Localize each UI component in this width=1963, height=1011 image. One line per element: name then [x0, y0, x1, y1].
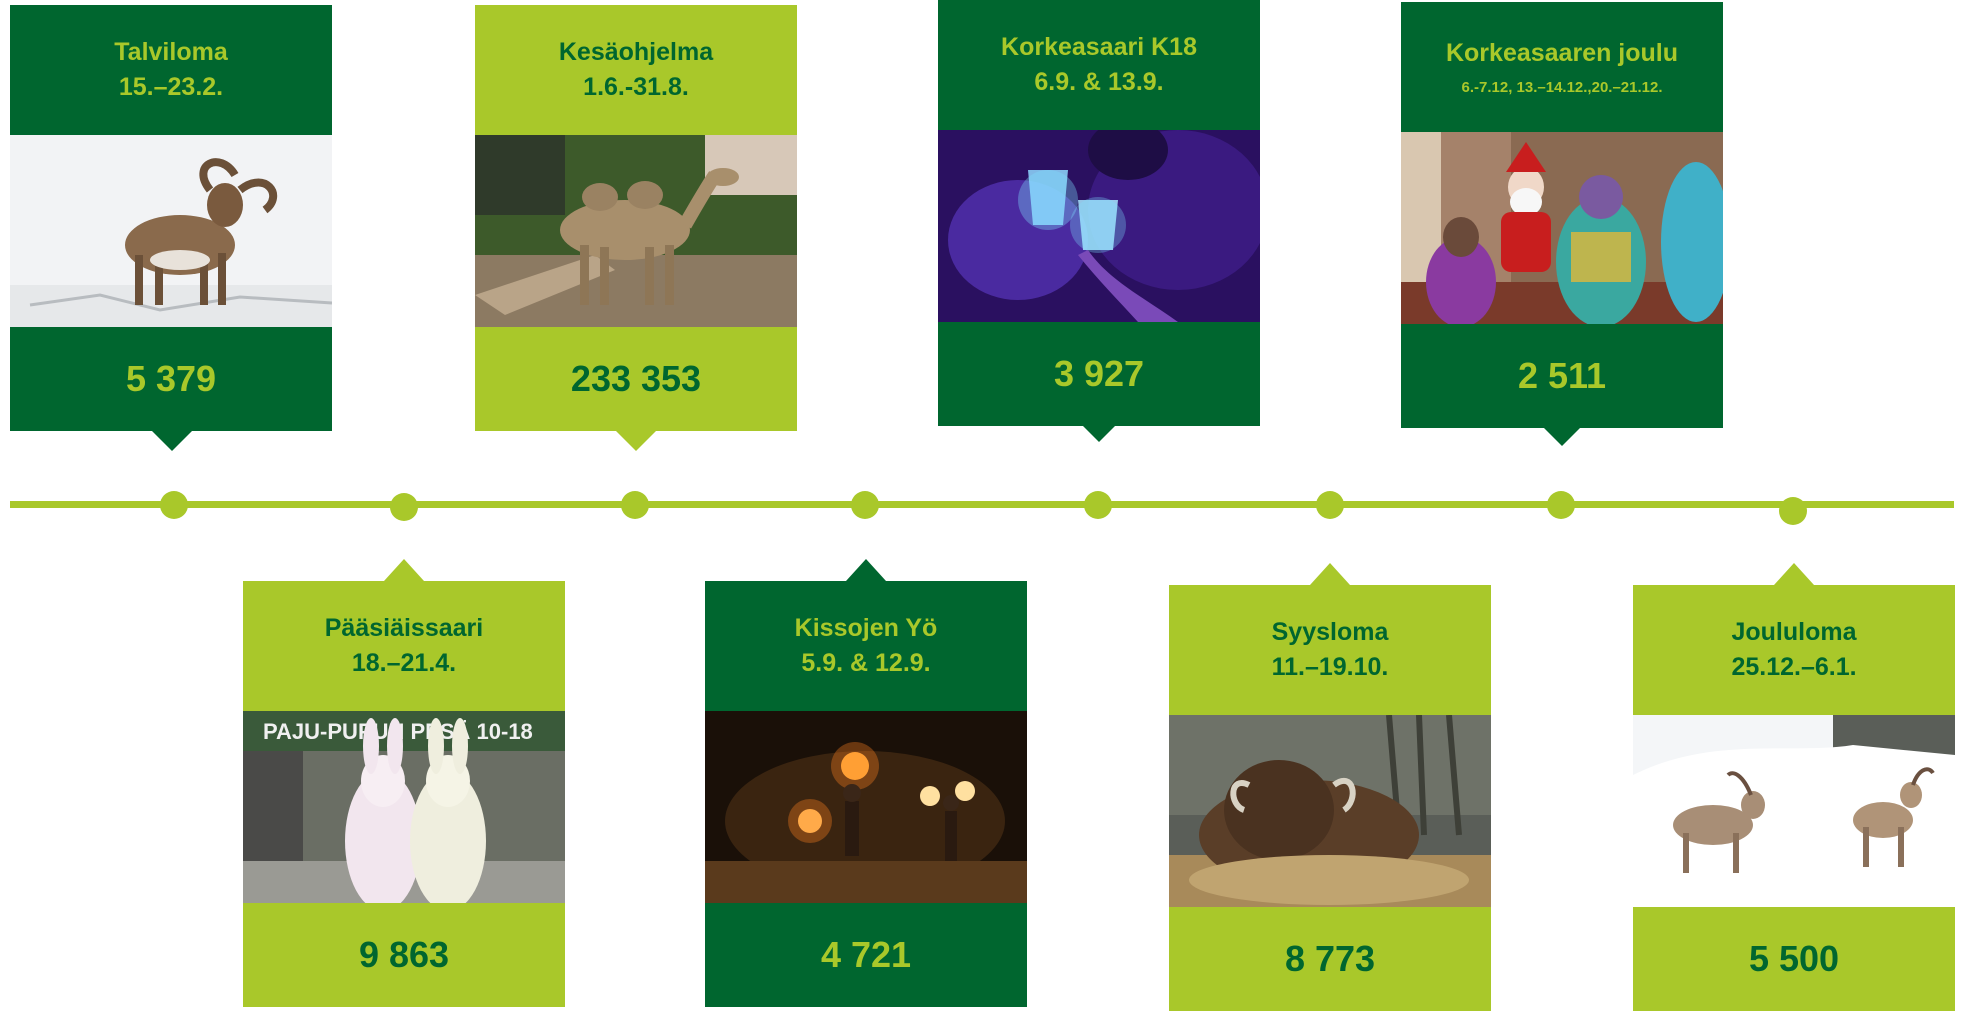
event-photo — [705, 711, 1027, 903]
event-card-kesaohjelma: Kesäohjelma 1.6.-31.8. 233 353 — [475, 5, 797, 451]
event-card-joululoma: Joululoma 25.12.–6.1. 5 500 — [1633, 563, 1955, 1011]
timeline-dot-5 — [1084, 491, 1112, 519]
event-header: Pääsiäissaari 18.–21.4. — [243, 581, 565, 711]
bison-photo-illustration — [1169, 715, 1491, 907]
event-header: Joululoma 25.12.–6.1. — [1633, 585, 1955, 715]
event-photo: PAJU-PUPUN PESÄ 10-18 — [243, 711, 565, 903]
mouflon-photo-illustration — [10, 135, 332, 327]
event-dates: 11.–19.10. — [1271, 653, 1389, 681]
event-card-joulu: Korkeasaaren joulu 6.-7.12, 13.–14.12.,2… — [1401, 2, 1723, 446]
event-card-kissojen-yo: Kissojen Yö 5.9. & 12.9. 4 721 — [705, 559, 1027, 1007]
event-dates: 18.–21.4. — [351, 649, 457, 677]
event-title: Kissojen Yö — [794, 614, 938, 642]
event-title: Syysloma — [1271, 618, 1389, 646]
fire-performers-photo-illustration — [705, 711, 1027, 903]
pointer-arrow — [846, 559, 886, 581]
timeline-dot-3 — [621, 491, 649, 519]
event-header: Korkeasaari K18 6.9. & 13.9. — [938, 0, 1260, 130]
event-visitor-count: 5 379 — [10, 327, 332, 431]
pointer-arrow — [152, 431, 192, 451]
event-header: Syysloma 11.–19.10. — [1169, 585, 1491, 715]
event-header: Korkeasaaren joulu 6.-7.12, 13.–14.12.,2… — [1401, 2, 1723, 132]
event-title: Korkeasaari K18 — [1001, 33, 1197, 61]
event-visitor-count: 9 863 — [243, 903, 565, 1007]
event-visitor-count: 4 721 — [705, 903, 1027, 1007]
event-header: Kesäohjelma 1.6.-31.8. — [475, 5, 797, 135]
glowing-cups-photo-illustration — [938, 130, 1260, 322]
event-visitor-count: 3 927 — [938, 322, 1260, 426]
pointer-arrow — [384, 559, 424, 581]
pointer-arrow — [616, 431, 656, 451]
timeline-dot-4 — [851, 491, 879, 519]
event-photo — [475, 135, 797, 327]
timeline-line — [10, 501, 1954, 508]
event-photo — [1633, 715, 1955, 907]
santa-photo-illustration — [1401, 132, 1723, 324]
pointer-arrow — [1542, 426, 1582, 446]
timeline-dot-6 — [1316, 491, 1344, 519]
event-card-paasiaissaari: Pääsiäissaari 18.–21.4. PAJU-PUPUN PESÄ … — [243, 559, 565, 1007]
bunny-costumes-photo-illustration: PAJU-PUPUN PESÄ 10-18 — [243, 711, 565, 903]
timeline-dot-2 — [390, 493, 418, 521]
timeline-dot-8 — [1779, 497, 1807, 525]
event-dates: 6.-7.12, 13.–14.12.,20.–21.12. — [1461, 79, 1663, 96]
camel-photo-illustration — [475, 135, 797, 327]
event-title: Korkeasaaren joulu — [1445, 39, 1679, 67]
event-title: Talviloma — [114, 38, 228, 66]
ibex-photo-illustration — [1633, 715, 1955, 907]
event-header: Kissojen Yö 5.9. & 12.9. — [705, 581, 1027, 711]
event-dates: 1.6.-31.8. — [583, 73, 689, 101]
event-dates: 15.–23.2. — [118, 73, 224, 101]
pointer-arrow — [1079, 422, 1119, 442]
event-card-talviloma: Talviloma 15.–23.2. 5 379 — [10, 5, 332, 451]
pointer-arrow — [1310, 563, 1350, 585]
pointer-arrow — [1774, 563, 1814, 585]
event-title: Kesäohjelma — [558, 38, 714, 66]
event-visitor-count: 5 500 — [1633, 907, 1955, 1011]
event-photo — [938, 130, 1260, 322]
event-dates: 6.9. & 13.9. — [1034, 68, 1164, 96]
timeline-dot-7 — [1547, 491, 1575, 519]
event-photo — [1169, 715, 1491, 907]
event-photo — [1401, 132, 1723, 324]
event-dates: 25.12.–6.1. — [1731, 653, 1857, 681]
event-photo — [10, 135, 332, 327]
event-title: Pääsiäissaari — [324, 614, 484, 642]
event-card-k18: Korkeasaari K18 6.9. & 13.9. 3 927 — [938, 0, 1260, 442]
event-visitor-count: 233 353 — [475, 327, 797, 431]
timeline-dot-1 — [160, 491, 188, 519]
event-visitor-count: 2 511 — [1401, 324, 1723, 428]
event-card-syysloma: Syysloma 11.–19.10. 8 773 — [1169, 563, 1491, 1011]
event-header: Talviloma 15.–23.2. — [10, 5, 332, 135]
event-visitor-count: 8 773 — [1169, 907, 1491, 1011]
event-dates: 5.9. & 12.9. — [801, 649, 931, 677]
event-title: Joululoma — [1731, 618, 1857, 646]
